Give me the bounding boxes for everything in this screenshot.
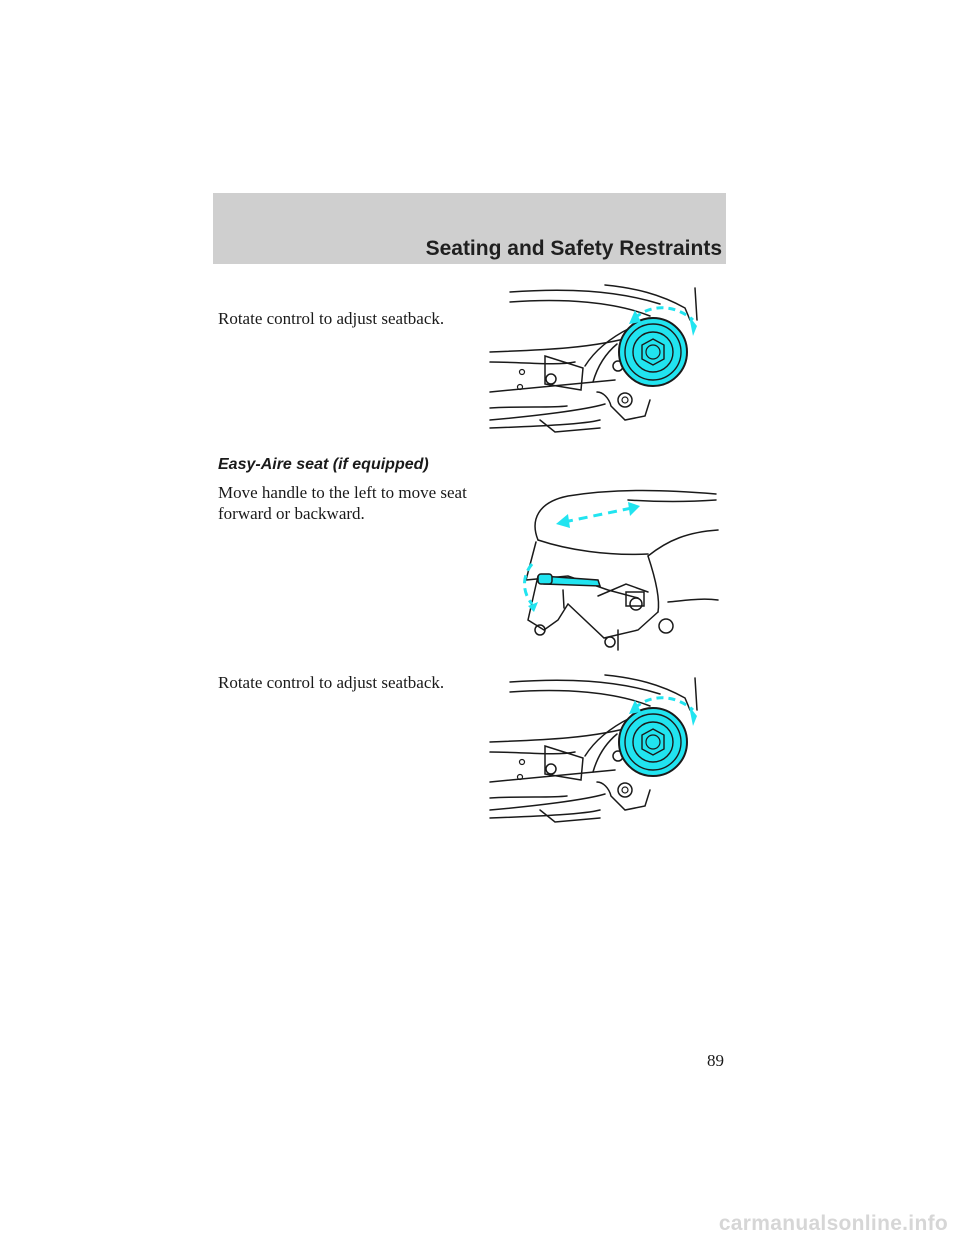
- seatback-knob-2: [618, 707, 688, 777]
- page-number: 89: [707, 1051, 724, 1070]
- instruction-text-2: Move handle to the left to move seat for…: [218, 483, 467, 523]
- seat-handle-figure: [523, 489, 719, 651]
- easy-aire-heading: Easy-Aire seat (if equipped): [218, 456, 429, 473]
- fore-aft-arrow-icon: [563, 506, 633, 524]
- instruction-text-1: Rotate control to adjust seatback.: [218, 309, 445, 328]
- seatback-knob-1: [618, 317, 688, 387]
- seat-handle-lever: [537, 573, 602, 587]
- section-header-band: Seating and Safety Restraints: [213, 193, 726, 264]
- instruction-text-3: Rotate control to adjust seatback.: [218, 673, 445, 692]
- seatback-knob-figure-2: [489, 674, 698, 823]
- rotate-arrow-icon: [633, 696, 694, 712]
- lever-swing-arrow-icon: [523, 563, 534, 605]
- footer-watermark: carmanualsonline.info: [718, 1212, 948, 1235]
- rotate-arrow-icon: [633, 306, 694, 322]
- section-title: Seating and Safety Restraints: [425, 237, 722, 260]
- seatback-knob-figure-1: [489, 284, 698, 433]
